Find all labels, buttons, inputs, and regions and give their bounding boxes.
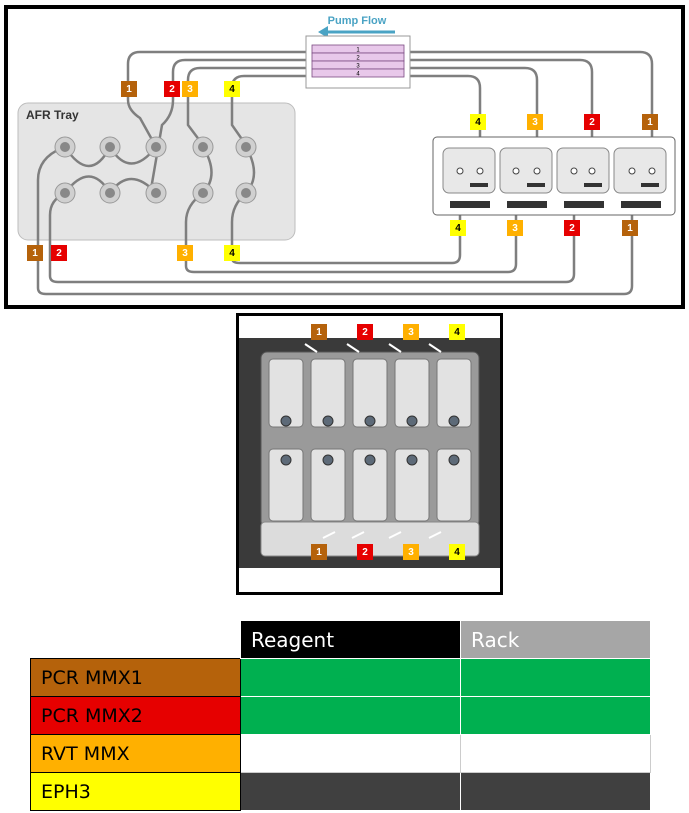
legend-rack-cell xyxy=(460,696,651,735)
well xyxy=(99,182,121,204)
photo-bottom-badge-3: 3 xyxy=(403,544,419,560)
rack-top-badge-3: 3 xyxy=(527,114,543,130)
tray-photo: 1 2 3 4 1 2 3 4 xyxy=(236,313,503,595)
pump-flow-arrow-icon xyxy=(318,26,328,38)
rack-top-badge-2: 2 xyxy=(584,114,600,130)
tray-wells xyxy=(54,136,257,204)
well xyxy=(235,136,257,158)
tray-bottom-badge-4: 4 xyxy=(224,245,240,261)
tube-3-right xyxy=(406,66,539,170)
fluidic-diagram-svg: Pump Flow AFR Tray xyxy=(4,5,685,309)
legend-row: RVT MMX xyxy=(30,734,651,773)
tray-bottom-badge-1: 1 xyxy=(27,245,43,261)
photo-bottom-badge-1: 1 xyxy=(311,544,327,560)
tray-top-badge-1: 1 xyxy=(121,81,137,97)
legend-label-eph3: EPH3 xyxy=(30,772,241,811)
photo-bottom-badge-4: 4 xyxy=(449,544,465,560)
pump-channels: 1 2 3 4 xyxy=(311,44,405,78)
legend-header-row: Reagent Rack xyxy=(30,620,651,659)
tube-3-return xyxy=(184,174,518,274)
tube-4-right xyxy=(406,74,482,170)
well xyxy=(54,182,76,204)
legend-reagent-cell xyxy=(240,696,461,735)
tube-2-right xyxy=(406,58,594,170)
pump-channel-3-label: 3 xyxy=(356,64,360,70)
tray-top-badge-4: 4 xyxy=(224,81,240,97)
legend-header-empty xyxy=(30,620,241,659)
pump-channel-2-label: 2 xyxy=(356,56,360,62)
tube-4-return xyxy=(230,174,462,265)
legend-reagent-cell xyxy=(240,772,461,811)
legend-rack-cell xyxy=(460,734,651,773)
well xyxy=(145,182,167,204)
fluidic-diagram: Pump Flow AFR Tray xyxy=(0,0,689,312)
legend-row: PCR MMX2 xyxy=(30,696,651,735)
rack-top-badge-1: 1 xyxy=(642,114,658,130)
tray-bottom-badge-3: 3 xyxy=(177,245,193,261)
rack-bottom-badge-3: 3 xyxy=(507,220,523,236)
afr-tray xyxy=(17,102,296,241)
tray-top-badge-2: 2 xyxy=(164,81,180,97)
pump-flow-label: Pump Flow xyxy=(328,15,387,27)
tube-3-left xyxy=(186,66,312,147)
legend-rack-cell xyxy=(460,658,651,697)
barcode-icons xyxy=(450,183,661,208)
legend-header-reagent: Reagent xyxy=(240,620,461,659)
pump-channel-4-label: 4 xyxy=(356,72,360,78)
well xyxy=(99,136,121,158)
photo-top-badge-2: 2 xyxy=(357,324,373,340)
legend-rack-cell xyxy=(460,772,651,811)
tube-1-right xyxy=(406,50,654,170)
tray-top-badge-3: 3 xyxy=(182,81,198,97)
reagent-legend-table: Reagent Rack PCR MMX1 PCR MMX2 RVT MMX E… xyxy=(30,620,651,811)
tube-1-return xyxy=(36,146,634,296)
rack-bottom-badge-2: 2 xyxy=(564,220,580,236)
rack-bottom-badge-1: 1 xyxy=(622,220,638,236)
rack-tubes xyxy=(442,147,667,208)
legend-row: EPH3 xyxy=(30,772,651,811)
legend-label-rvt-mmx: RVT MMX xyxy=(30,734,241,773)
pump-channel-1-label: 1 xyxy=(356,48,360,54)
well xyxy=(145,136,167,158)
photo-top-badge-1: 1 xyxy=(311,324,327,340)
legend-label-pcr-mmx2: PCR MMX2 xyxy=(30,696,241,735)
afr-tray-label: AFR Tray xyxy=(26,108,79,122)
legend-label-pcr-mmx1: PCR MMX1 xyxy=(30,658,241,697)
well xyxy=(192,136,214,158)
rack-bottom-badge-4: 4 xyxy=(450,220,466,236)
photo-top-badge-4: 4 xyxy=(449,324,465,340)
photo-top-badge-3: 3 xyxy=(403,324,419,340)
tray-bottom-badge-2: 2 xyxy=(51,245,67,261)
legend-header-rack: Rack xyxy=(460,620,651,659)
rack-top-badge-4: 4 xyxy=(470,114,486,130)
photo-bottom-badge-2: 2 xyxy=(357,544,373,560)
well xyxy=(192,182,214,204)
legend-reagent-cell xyxy=(240,734,461,773)
legend-row: PCR MMX1 xyxy=(30,658,651,697)
well xyxy=(54,136,76,158)
well xyxy=(235,182,257,204)
legend-reagent-cell xyxy=(240,658,461,697)
tube-2-return xyxy=(48,174,576,284)
